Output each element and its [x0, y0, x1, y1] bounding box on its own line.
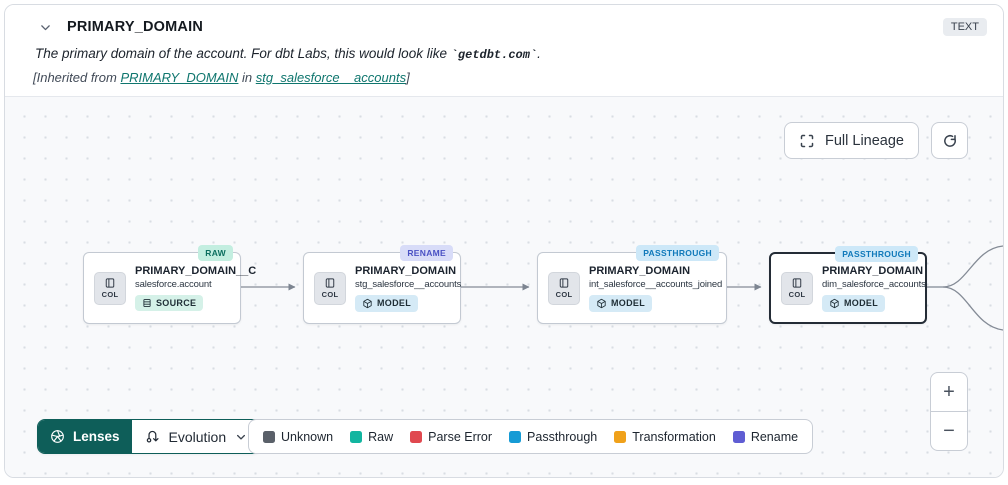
node-title: PRIMARY_DOMAIN — [589, 264, 691, 277]
legend-swatch-parse-error — [410, 430, 423, 443]
legend-swatch-raw — [350, 430, 363, 443]
node-kind-badge: MODEL — [822, 294, 885, 312]
node-title: PRIMARY_DOMAIN — [355, 264, 457, 277]
legend-swatch-transformation — [614, 430, 627, 443]
legend-item-rename: Rename — [732, 429, 799, 444]
inherited-suffix: ] — [406, 70, 410, 85]
legend-label: Raw — [368, 429, 394, 444]
node-kind-label: SOURCE — [156, 298, 197, 308]
legend-item-unknown: Unknown — [263, 430, 333, 444]
refresh-button[interactable] — [931, 122, 968, 159]
evolution-badge: RAW — [198, 245, 233, 261]
lenses-selector: Lenses Evolution — [37, 419, 262, 454]
source-icon — [143, 299, 151, 307]
legend-swatch-passthrough — [509, 430, 522, 443]
chevron-down-icon — [41, 24, 50, 30]
column-chip: COL — [548, 271, 580, 305]
aperture-icon — [51, 430, 64, 443]
full-lineage-label: Full Lineage — [825, 132, 904, 149]
legend-label: Transformation — [632, 429, 716, 444]
node-subtitle: salesforce.account — [135, 279, 212, 290]
description-code: `getdbt.com` — [450, 48, 538, 62]
lineage-node-staging[interactable]: RENAME COL PRIMARY_DOMAIN stg_salesforce… — [303, 245, 462, 324]
lineage-edges — [241, 245, 1003, 331]
node-subtitle: dim_salesforce_accounts — [822, 278, 926, 290]
legend-item-passthrough: Passthrough — [509, 430, 597, 444]
lenses-label: Lenses — [73, 429, 120, 444]
node-title: PRIMARY_DOMAIN__C — [135, 265, 257, 277]
legend-swatch-rename — [732, 430, 745, 443]
lens-selected-label: Evolution — [168, 428, 227, 445]
lineage-node-dim-selected[interactable]: PASSTHROUGH COL PRIMARY_DOMAIN dim_sales… — [769, 246, 927, 324]
column-icon — [792, 278, 802, 288]
lens-dropdown[interactable]: Evolution — [131, 420, 261, 453]
collapse-chevron-button[interactable] — [39, 21, 52, 34]
canvas-controls: Full Lineage — [784, 122, 968, 159]
inherited-prefix: [Inherited from — [33, 70, 121, 85]
evolution-icon — [146, 430, 159, 443]
column-chip-label: COL — [555, 290, 573, 299]
zoom-out-button[interactable]: − — [931, 412, 967, 450]
legend-label: Parse Error — [428, 429, 493, 444]
refresh-icon — [943, 134, 956, 147]
inherited-model-link[interactable]: stg_salesforce__accounts — [255, 70, 407, 85]
evolution-badge: RENAME — [400, 245, 453, 261]
lineage-canvas[interactable]: Full Lineage RAW COL PRIMARY_DOMAIN__C s… — [5, 96, 1003, 477]
description-suffix: . — [537, 46, 541, 61]
model-icon — [830, 298, 839, 308]
node-kind-badge: MODEL — [355, 294, 418, 312]
column-icon — [105, 278, 115, 288]
model-icon — [363, 298, 372, 308]
inherited-column-link[interactable]: PRIMARY_DOMAIN — [120, 70, 239, 85]
evolution-badge: PASSTHROUGH — [636, 245, 719, 261]
column-description: The primary domain of the account. For d… — [35, 46, 987, 62]
column-chip: COL — [314, 271, 346, 305]
model-icon — [597, 298, 606, 308]
node-subtitle: stg_salesforce__accounts — [355, 278, 462, 290]
column-chip-label: COL — [101, 290, 119, 299]
column-chip: COL — [94, 271, 126, 305]
legend-swatch-unknown — [263, 430, 275, 443]
column-chip-label: COL — [788, 290, 806, 299]
inherited-note: [Inherited from PRIMARY_DOMAIN in stg_sa… — [33, 70, 987, 85]
column-chip: COL — [781, 271, 813, 305]
evolution-legend: Unknown Raw Parse Error Passthrough Tran… — [248, 419, 814, 454]
node-kind-badge: MODEL — [589, 294, 652, 312]
node-kind-badge: SOURCE — [135, 295, 204, 311]
column-icon — [325, 278, 335, 288]
expand-icon — [800, 134, 814, 147]
node-kind-label: MODEL — [611, 298, 645, 308]
node-title: PRIMARY_DOMAIN — [822, 264, 924, 277]
lineage-node-source[interactable]: RAW COL PRIMARY_DOMAIN__C salesforce.acc… — [83, 245, 256, 324]
legend-label: Unknown — [281, 429, 334, 444]
column-lineage-panel: PRIMARY_DOMAIN TEXT The primary domain o… — [4, 4, 1004, 478]
lineage-node-intermediate[interactable]: PASSTHROUGH COL PRIMARY_DOMAIN int_sales… — [537, 245, 727, 324]
column-icon — [559, 278, 569, 288]
zoom-in-button[interactable]: + — [931, 373, 967, 411]
inherited-middle: in — [238, 70, 256, 85]
description-text: The primary domain of the account. For d… — [35, 46, 451, 61]
full-lineage-button[interactable]: Full Lineage — [784, 122, 919, 159]
column-title: PRIMARY_DOMAIN — [67, 19, 203, 35]
node-subtitle: int_salesforce__accounts_joined — [589, 278, 723, 290]
chevron-down-icon — [237, 434, 246, 440]
zoom-divider — [931, 411, 967, 412]
legend-label: Rename — [750, 429, 799, 444]
legend-item-transformation: Transformation — [614, 430, 716, 444]
node-kind-label: MODEL — [377, 298, 411, 308]
legend-item-raw: Raw — [350, 430, 393, 444]
legend-label: Passthrough — [527, 429, 598, 444]
lenses-button[interactable]: Lenses — [38, 420, 132, 453]
legend-item-parse-error: Parse Error — [410, 430, 492, 444]
node-kind-label: MODEL — [844, 298, 878, 308]
column-chip-label: COL — [321, 290, 339, 299]
zoom-controls: + − — [930, 372, 968, 451]
evolution-badge: PASSTHROUGH — [835, 246, 918, 262]
column-type-badge: TEXT — [942, 18, 987, 36]
column-header: PRIMARY_DOMAIN TEXT The primary domain o… — [5, 5, 1003, 96]
